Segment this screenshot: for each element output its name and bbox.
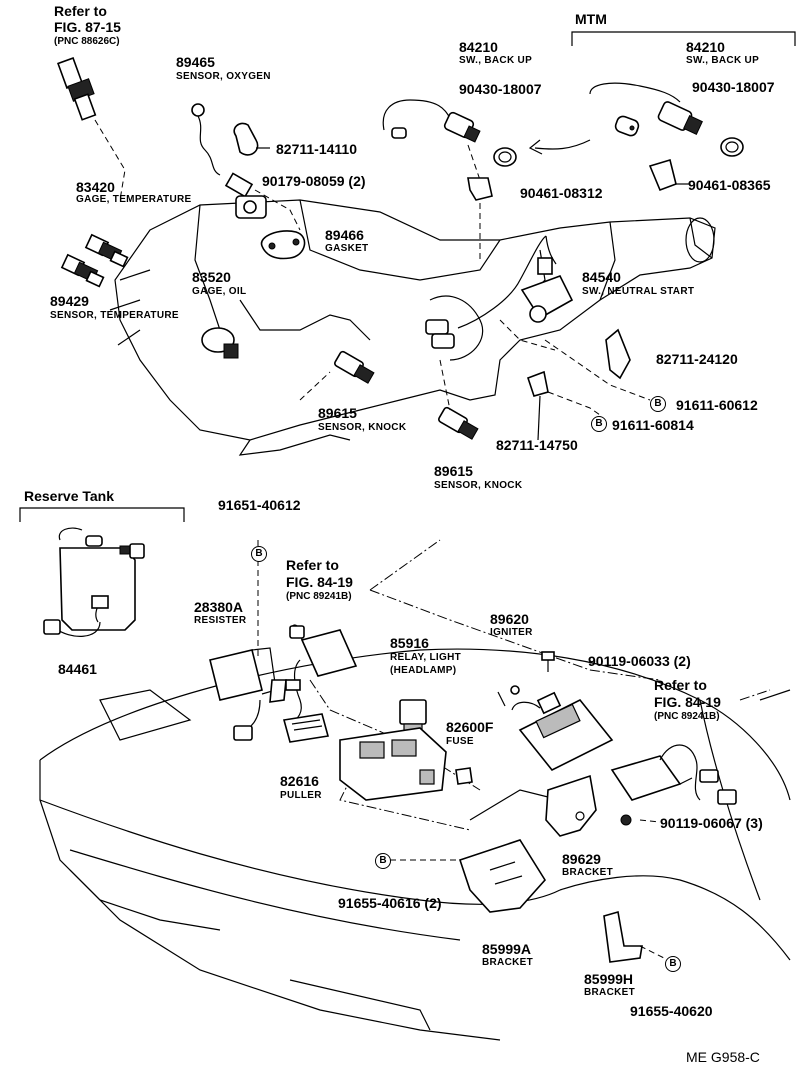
relay-drawing	[399, 699, 427, 733]
part-number-85999h: 85999H	[584, 971, 634, 987]
reference-figure: FIG. 87-15	[54, 19, 121, 35]
part-name-82616: PULLER	[280, 790, 322, 801]
part-number-82600f: 82600F	[446, 719, 494, 735]
fuse-block-drawing	[339, 727, 473, 801]
bolt-tag-b: B	[251, 546, 267, 562]
reserve-tank-label: Reserve Tank	[24, 488, 115, 504]
part-number-91651-40612: 91651-40612	[218, 497, 301, 513]
part-number-84210-a: 84210	[459, 39, 498, 55]
part-number-91611-60814: 91611-60814	[612, 417, 694, 433]
part-number-89615-b: 89615	[434, 463, 473, 479]
reference-note: Refer to	[286, 557, 339, 573]
part-name-28380a: RESISTER	[194, 615, 247, 626]
temperature-gage-drawing	[60, 233, 129, 288]
part-number-89466: 89466	[325, 227, 364, 243]
part-number-85916: 85916	[390, 635, 429, 651]
bolt-tag-b: B	[665, 956, 681, 972]
bracket-85999a-drawing	[390, 839, 546, 913]
part-name-85999a: BRACKET	[482, 957, 533, 968]
part-number-90430-b: 90430-18007	[692, 79, 775, 95]
part-number-82711-24120: 82711-24120	[656, 351, 738, 367]
part-name-83520: GAGE, OIL	[192, 286, 247, 297]
reference-figure: FIG. 84-19	[286, 574, 353, 590]
part-number-82616: 82616	[280, 773, 319, 789]
part-number-82711-14750: 82711-14750	[496, 437, 578, 453]
reference-pnc: (PNC 88626C)	[54, 36, 120, 47]
part-name-83420: GAGE, TEMPERATURE	[76, 194, 192, 205]
bracket-89629-drawing	[545, 774, 597, 837]
part-name-84210-a: SW., BACK UP	[459, 55, 533, 66]
bolt-tag-b: B	[591, 416, 607, 432]
reference-note: Refer to	[654, 677, 707, 693]
mtm-bracket-line	[528, 31, 796, 192]
part-number-90179: 90179-08059 (2)	[262, 173, 366, 189]
resister-drawing	[209, 647, 287, 741]
connector-drawing-b	[610, 744, 737, 826]
part-number-83420: 83420	[76, 179, 115, 195]
clamp-82711-14750-drawing	[526, 370, 601, 441]
part-name-85999h: BRACKET	[584, 987, 635, 998]
part-name-85916: RELAY, LIGHT	[390, 652, 462, 663]
part-name-89466: GASKET	[325, 243, 369, 254]
neutral-start-switch-drawing	[425, 235, 651, 401]
part-number-85999a: 85999A	[482, 941, 532, 957]
part-number-89429: 89429	[50, 293, 89, 309]
reference-pnc: (PNC 89241B)	[654, 711, 720, 722]
puller-drawing	[282, 713, 330, 743]
part-number-90119-06033: 90119-06033 (2)	[588, 653, 691, 669]
bolt-tag-b: B	[650, 396, 666, 412]
part-name-89615-b: SENSOR, KNOCK	[434, 480, 523, 491]
back-up-switch-drawing	[382, 99, 517, 260]
reserve-tank-frame	[19, 507, 185, 522]
part-number-91655-40616: 91655-40616 (2)	[338, 895, 442, 911]
sender-part-drawing	[57, 57, 126, 201]
connector-drawing-a	[285, 624, 358, 723]
part-number-89629: 89629	[562, 851, 601, 867]
part-name-89465: SENSOR, OXYGEN	[176, 71, 271, 82]
part-number-84540: 84540	[582, 269, 621, 285]
part-number-89465: 89465	[176, 54, 215, 70]
gasket-drawing	[254, 189, 306, 260]
part-name-89620: IGNITER	[490, 627, 533, 638]
part-number-84210-b: 84210	[686, 39, 725, 55]
oil-gage-drawing	[201, 327, 239, 359]
part-number-90461-08312: 90461-08312	[520, 185, 603, 201]
part-number-91611-60612: 91611-60612	[676, 397, 758, 413]
reference-pnc: (PNC 89241B)	[286, 591, 352, 602]
reference-note: Refer to	[54, 3, 107, 19]
bracket-90461-08312-drawing	[467, 177, 493, 201]
bolt-tag-b: B	[375, 853, 391, 869]
part-number-82711-14110: 82711-14110	[276, 141, 357, 157]
oxygen-sensor-drawing	[191, 103, 267, 219]
reserve-tank-drawing	[43, 527, 145, 637]
part-name-85916-sub: (HEADLAMP)	[390, 665, 457, 676]
part-number-84461: 84461	[58, 661, 97, 677]
reference-figure: FIG. 84-19	[654, 694, 721, 710]
part-number-89620: 89620	[490, 611, 529, 627]
clamp-82711-24120-drawing	[605, 328, 631, 380]
part-number-91655-40620: 91655-40620	[630, 1003, 713, 1019]
clamp-drawing	[233, 122, 270, 156]
part-number-89615-a: 89615	[318, 405, 357, 421]
part-number-28380a: 28380A	[194, 599, 244, 615]
part-number-90119-06067: 90119-06067 (3)	[660, 815, 763, 831]
footer-code: ME G958-C	[686, 1049, 760, 1065]
part-number-90461-08365: 90461-08365	[688, 177, 771, 193]
knock-sensor-drawing	[299, 350, 479, 440]
part-name-82600f: FUSE	[446, 736, 474, 747]
bracket-85999h-drawing	[603, 910, 669, 963]
part-name-84210-b: SW., BACK UP	[686, 55, 760, 66]
part-number-90430-a: 90430-18007	[459, 81, 542, 97]
part-name-89629: BRACKET	[562, 867, 613, 878]
part-name-84540: SW., NEUTRAL START	[582, 286, 695, 297]
part-name-89429: SENSOR, TEMPERATURE	[50, 310, 179, 321]
igniter-drawing	[497, 651, 614, 772]
mtm-label: MTM	[575, 11, 607, 27]
part-name-89615-a: SENSOR, KNOCK	[318, 422, 407, 433]
part-number-83520: 83520	[192, 269, 231, 285]
